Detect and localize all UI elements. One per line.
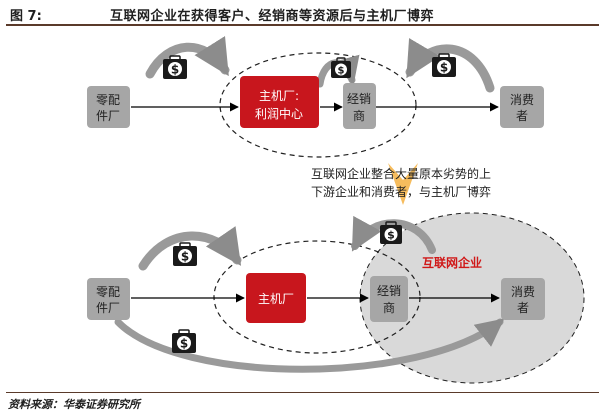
money-symbol: $: [338, 66, 345, 77]
money-symbol: $: [180, 337, 188, 351]
bottom-dealer-label-line1: 经销: [377, 284, 401, 298]
figure-title: 互联网企业在获得客户、经销商等资源后与主机厂博弈: [110, 9, 435, 24]
money-bag-icon: $: [432, 53, 456, 77]
figure-header: 图 7: 互联网企业在获得客户、经销商等资源后与主机厂博弈: [6, 2, 599, 26]
top-consumer-node: 消费 者: [500, 86, 544, 128]
money-symbol: $: [171, 63, 179, 77]
bottom-supplier-label-line2: 件厂: [96, 301, 120, 315]
money-bag-icon: $: [173, 242, 197, 266]
bottom-dealer-label-line2: 商: [383, 300, 395, 315]
bottom-dashed-oval: [213, 240, 421, 354]
bottom-oem-node: 主机厂: [246, 273, 306, 323]
figure-number: 图 7:: [10, 9, 42, 24]
top-supplier-label-line1: 零配: [96, 93, 120, 107]
bottom-supplier-node: 零配 件厂: [87, 278, 130, 320]
top-dealer-node: 经销 商: [343, 83, 376, 129]
internet-company-label: 互联网企业: [422, 255, 482, 270]
money-bag-icon: $: [380, 221, 402, 244]
top-dealer-label-line2: 商: [353, 108, 365, 123]
bottom-curved-arrow-left: [138, 226, 242, 271]
top-dealer-label-line1: 经销: [347, 92, 371, 106]
footer-divider: [6, 392, 599, 393]
bottom-curved-arrow-top: [351, 215, 436, 254]
top-curved-arrow-right: [405, 38, 495, 93]
money-symbol: $: [440, 61, 448, 75]
bottom-dealer-node: 经销 商: [370, 276, 408, 322]
note-line-2: 下游企业和消费者，与主机厂博弈: [311, 184, 491, 199]
money-bag-icon: $: [163, 55, 187, 79]
bottom-consumer-label-line2: 者: [517, 301, 529, 315]
bottom-oem-label: 主机厂: [258, 292, 294, 306]
top-oem-label-line1: 主机厂:: [259, 89, 299, 103]
top-oem-node: 主机厂: 利润中心: [240, 76, 319, 128]
top-consumer-label-line1: 消费: [510, 93, 534, 107]
bottom-consumer-label-line1: 消费: [511, 285, 535, 299]
money-symbol: $: [387, 229, 395, 242]
money-symbol: $: [181, 250, 189, 264]
top-consumer-label-line2: 者: [516, 109, 528, 123]
top-oem-label-line2: 利润中心: [255, 106, 303, 121]
bottom-consumer-node: 消费 者: [501, 278, 545, 320]
bottom-curved-arrow-bottom: [114, 318, 505, 373]
money-bag-icon: $: [172, 329, 196, 353]
top-supplier-label-line2: 件厂: [96, 109, 120, 123]
down-chevron-arrow: [388, 163, 418, 205]
top-dashed-oval: [219, 52, 417, 158]
source-note: 资料来源：华泰证券研究所: [8, 398, 140, 411]
top-curved-arrow-left: [145, 36, 230, 79]
top-supplier-node: 零配 件厂: [87, 86, 130, 128]
bottom-supplier-label-line1: 零配: [96, 285, 120, 299]
money-bag-icon: $: [331, 57, 351, 78]
note-line-1: 互联网企业整合大量原本劣势的上: [311, 166, 491, 181]
